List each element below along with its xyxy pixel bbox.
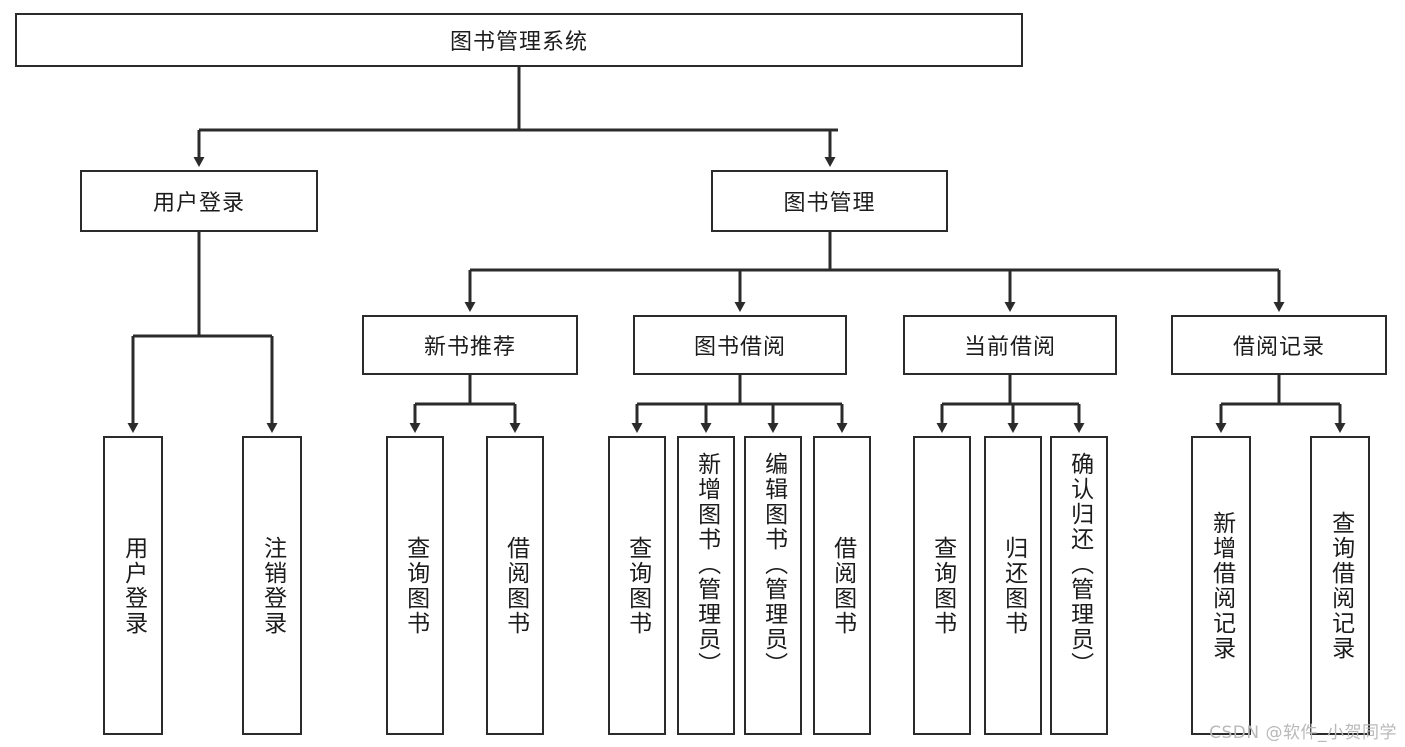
leaf-query-borrow-record-label: 查询借阅记录 [1327,510,1354,661]
node-book-borrow-label: 图书借阅 [693,335,786,360]
node-borrow-record-label: 借阅记录 [1232,335,1325,360]
leaf-add-book-admin-label: 新增图书（管理员） [693,452,720,677]
node-user-login-label: 用户登录 [152,191,245,216]
node-root-label: 图书管理系统 [449,30,588,55]
leaf-confirm-return-admin[interactable]: 确认归还（管理员） [1050,436,1108,735]
leaf-query-borrow-record[interactable]: 查询借阅记录 [1310,436,1370,735]
node-current-borrow-label: 当前借阅 [963,335,1056,360]
leaf-return-book-label: 归还图书 [1000,535,1027,636]
leaf-query-book-borrow[interactable]: 查询图书 [608,436,666,735]
node-current-borrow[interactable]: 当前借阅 [903,315,1117,375]
leaf-borrow-book-rec[interactable]: 借阅图书 [486,436,544,735]
node-book-manage[interactable]: 图书管理 [711,170,948,232]
node-book-borrow[interactable]: 图书借阅 [633,315,847,375]
leaf-borrow-book[interactable]: 借阅图书 [813,436,871,735]
leaf-query-book-borrow-label: 查询图书 [624,535,651,636]
leaf-query-book-rec[interactable]: 查询图书 [386,436,444,735]
node-borrow-record[interactable]: 借阅记录 [1171,315,1387,375]
csdn-watermark: CSDN @软件_小贺同学 [1209,723,1397,743]
leaf-user-login[interactable]: 用户登录 [103,436,163,735]
leaf-edit-book-admin-label: 编辑图书（管理员） [760,452,787,677]
leaf-edit-book-admin[interactable]: 编辑图书（管理员） [744,436,802,735]
leaf-borrow-book-label: 借阅图书 [829,535,856,636]
leaf-borrow-book-rec-label: 借阅图书 [502,535,529,636]
leaf-add-borrow-record-label: 新增借阅记录 [1208,510,1235,661]
leaf-add-borrow-record[interactable]: 新增借阅记录 [1191,436,1251,735]
node-new-book-rec[interactable]: 新书推荐 [362,315,578,375]
leaf-return-book[interactable]: 归还图书 [984,436,1042,735]
leaf-query-book-current[interactable]: 查询图书 [913,436,971,735]
node-new-book-rec-label: 新书推荐 [423,335,516,360]
leaf-confirm-return-admin-label: 确认归还（管理员） [1066,452,1093,677]
leaf-add-book-admin[interactable]: 新增图书（管理员） [677,436,735,735]
node-root[interactable]: 图书管理系统 [15,13,1023,67]
leaf-query-book-current-label: 查询图书 [929,535,956,636]
node-book-manage-label: 图书管理 [783,191,876,216]
leaf-user-login-label: 用户登录 [120,535,147,636]
node-user-login[interactable]: 用户登录 [80,170,318,232]
leaf-query-book-rec-label: 查询图书 [402,535,429,636]
leaf-user-logout-label: 注销登录 [259,535,286,636]
leaf-user-logout[interactable]: 注销登录 [242,436,302,735]
